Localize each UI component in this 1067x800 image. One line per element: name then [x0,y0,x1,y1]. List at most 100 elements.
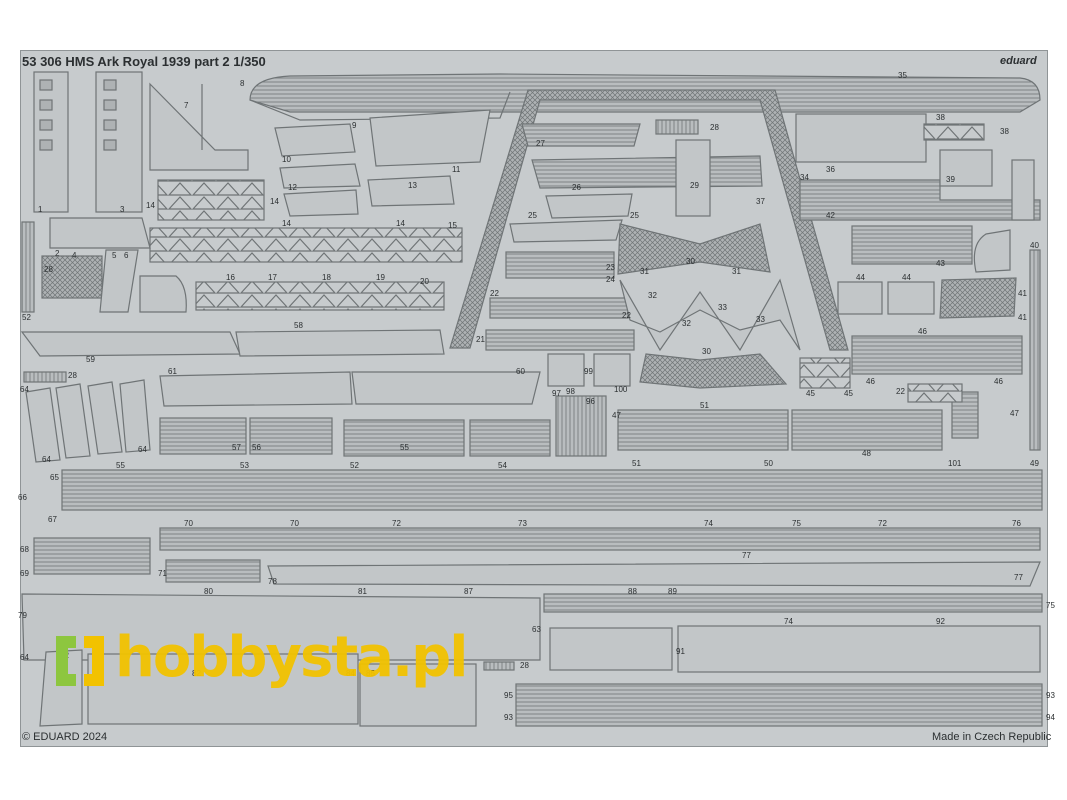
svg-text:11: 11 [452,165,461,174]
svg-text:70: 70 [290,519,299,528]
part-97-98 [547,353,585,387]
svg-text:47: 47 [612,411,621,420]
part-2 [49,217,151,249]
svg-text:85: 85 [366,669,375,678]
svg-text:101: 101 [948,459,962,468]
svg-text:31: 31 [732,267,741,276]
part-92 [677,625,1041,673]
svg-text:41: 41 [1018,313,1027,322]
part-22 [489,297,629,319]
part-79-81 [21,593,541,661]
part-96 [555,395,607,457]
svg-text:6: 6 [124,251,129,260]
part-45b [799,357,851,389]
svg-text:19: 19 [376,273,385,282]
svg-text:38: 38 [936,113,945,122]
svg-text:27: 27 [536,139,545,148]
svg-text:51: 51 [632,459,641,468]
svg-text:34: 34 [800,173,809,182]
part-84-hatch [139,275,187,313]
svg-text:61: 61 [168,367,177,376]
svg-text:78: 78 [268,577,277,586]
svg-text:71: 71 [158,569,167,578]
part-29 [675,139,711,217]
svg-text:10: 10 [282,155,291,164]
svg-text:79: 79 [18,611,27,620]
svg-text:57: 57 [232,443,241,452]
part-54 [469,419,551,457]
part-23-24 [505,251,615,279]
part-9 [274,123,356,157]
svg-text:68: 68 [20,545,29,554]
svg-text:46: 46 [866,377,875,386]
part-60 [351,371,541,405]
svg-text:98: 98 [566,387,575,396]
svg-text:9: 9 [352,121,357,130]
svg-text:77: 77 [742,551,751,560]
part-51 [617,409,789,451]
svg-text:32: 32 [682,319,691,328]
svg-text:99: 99 [584,367,593,376]
svg-text:81: 81 [358,587,367,596]
part-7 [149,82,249,171]
copyright-text: © EDUARD 2024 [22,731,108,743]
svg-text:52: 52 [22,313,31,322]
svg-text:44: 44 [856,273,865,282]
part-38 [923,123,985,141]
svg-text:93: 93 [504,713,513,722]
part-91 [549,627,673,671]
svg-text:18: 18 [322,273,331,282]
svg-text:74: 74 [784,617,793,626]
svg-text:13: 13 [408,181,417,190]
part-14-truss-long [149,227,463,263]
svg-text:33: 33 [756,315,765,324]
svg-text:52: 52 [350,461,359,470]
svg-text:33: 33 [718,303,727,312]
part-56 [249,417,333,455]
svg-text:46: 46 [994,377,1003,386]
part-11 [369,109,491,167]
part-30 [617,223,771,275]
svg-text:39: 39 [946,175,955,184]
svg-text:14: 14 [270,197,279,206]
svg-text:12: 12 [288,183,297,192]
svg-text:17: 17 [268,273,277,282]
svg-text:28: 28 [520,661,529,670]
part-68 [33,537,151,575]
part-27 [521,123,641,147]
part-77-long-strip [267,561,1041,587]
part-58 [235,329,445,357]
svg-text:95: 95 [504,691,513,700]
svg-text:3: 3 [120,205,125,214]
svg-text:94: 94 [1046,713,1055,722]
svg-text:7: 7 [184,101,189,110]
part-16-20 [195,281,445,311]
part-42-43 [851,225,973,265]
sheet-title: 53 306 HMS Ark Royal 1939 part 2 1/350 [22,54,266,69]
svg-text:58: 58 [294,321,303,330]
svg-text:70: 70 [184,519,193,528]
part-28 [41,255,103,299]
svg-text:36: 36 [826,165,835,174]
svg-text:91: 91 [676,647,685,656]
part-64 [25,387,61,463]
part-59 [20,331,241,357]
svg-text:75: 75 [1046,601,1055,610]
svg-text:64: 64 [138,445,147,454]
svg-text:80: 80 [204,587,213,596]
svg-text:44: 44 [902,273,911,282]
part-93-95 [515,683,1043,727]
part-45 [939,277,1017,319]
svg-text:82: 82 [192,669,201,678]
svg-text:40: 40 [1030,241,1039,250]
part-39b [939,149,993,187]
origin-text: Made in Czech Republic [932,731,1052,743]
svg-text:35: 35 [898,71,907,80]
svg-text:66: 66 [18,493,27,502]
svg-text:41: 41 [1018,289,1027,298]
svg-text:23: 23 [606,263,615,272]
part-34-crane-frame [449,89,849,351]
svg-text:51: 51 [700,401,709,410]
svg-text:14: 14 [146,201,155,210]
